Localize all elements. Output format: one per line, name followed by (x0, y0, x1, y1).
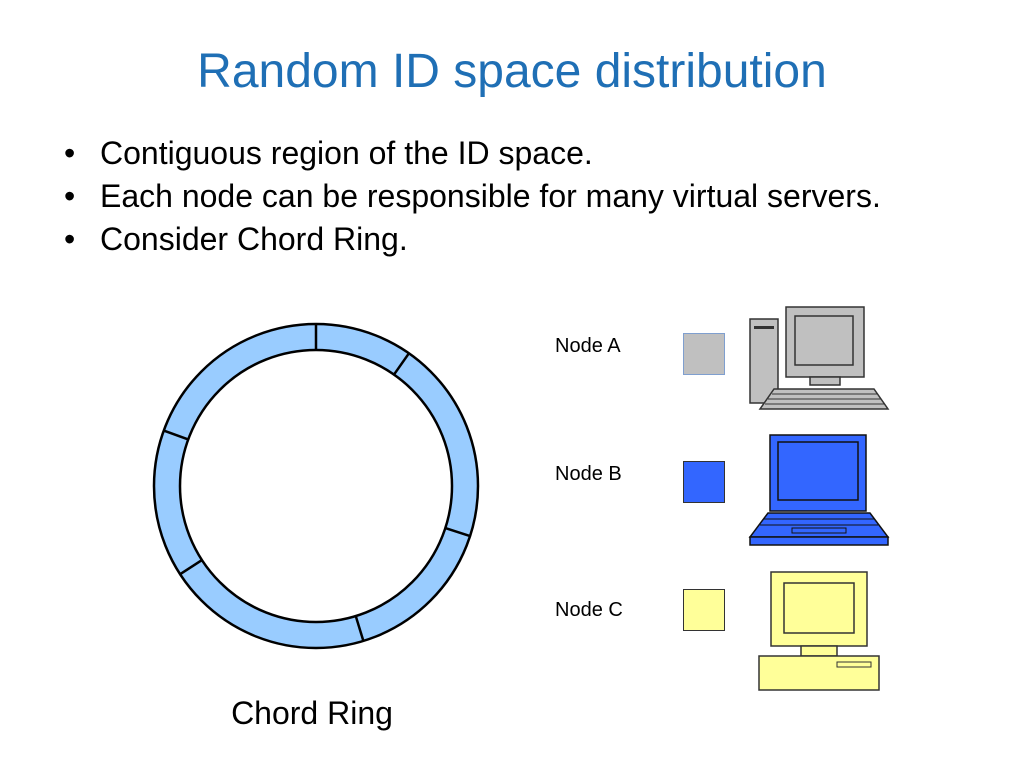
ring-caption: Chord Ring (231, 695, 393, 731)
node-c-swatch (683, 589, 725, 631)
bullet-item: Consider Chord Ring. (62, 218, 881, 261)
ring-inner-edge (178, 348, 454, 624)
ring-segment-divider (392, 352, 410, 376)
node-a-swatch (683, 333, 725, 375)
slide-title: Random ID space distribution (197, 45, 827, 98)
node-b-swatch (683, 461, 725, 503)
ring-band (154, 324, 478, 648)
node-a-label: Node A (555, 335, 621, 357)
ring-segment-divider (179, 559, 203, 576)
ring-segment-dividers (163, 324, 471, 642)
laptop-computer-icon (748, 434, 890, 546)
ring-segment-divider (354, 615, 365, 642)
desktop-tower-computer-icon (749, 306, 890, 410)
bullet-item: Each node can be responsible for many vi… (62, 175, 881, 218)
node-b-label: Node B (555, 463, 622, 485)
bullet-list: Contiguous region of the ID space. Each … (62, 132, 881, 261)
chord-ring-diagram (152, 322, 480, 650)
bullet-item: Contiguous region of the ID space. (62, 132, 881, 175)
ring-segment-divider (444, 526, 471, 538)
node-c-label: Node C (555, 599, 623, 621)
desktop-computer-icon (758, 571, 880, 691)
ring-segment-divider (163, 429, 189, 441)
